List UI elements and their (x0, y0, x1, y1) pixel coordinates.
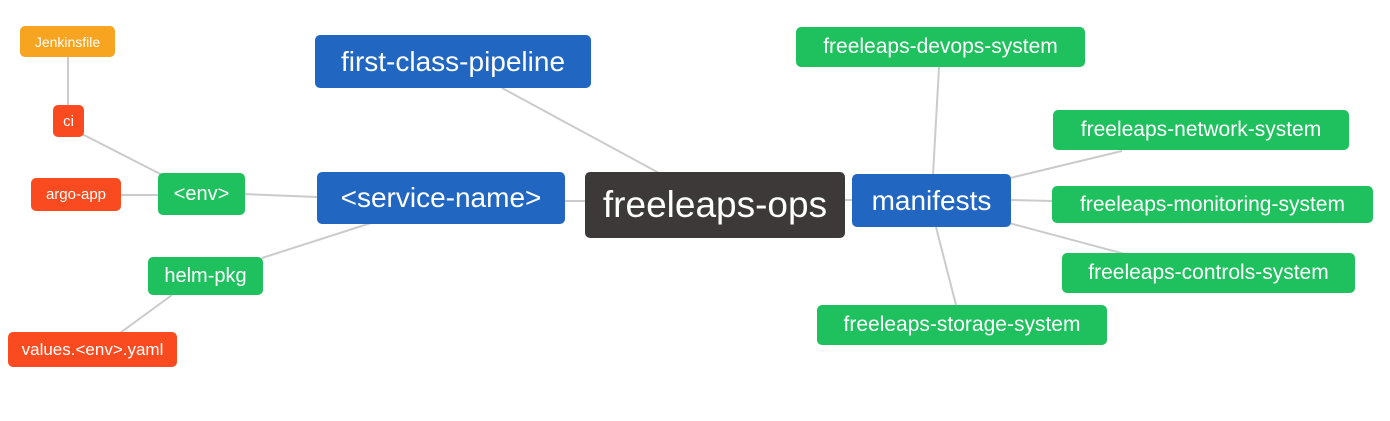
edge-helm-pkg-service-name (261, 222, 372, 259)
node-service-name-label: <service-name> (340, 182, 542, 213)
node-argo-app[interactable]: argo-app (31, 178, 121, 211)
node-freeleaps-controls-system[interactable]: freeleaps-controls-system (1062, 253, 1355, 293)
edge-first-class-pipeline-root (501, 87, 660, 174)
edge-manifests-storage-system (935, 226, 957, 306)
node-freeleaps-ops[interactable]: freeleaps-ops (585, 172, 845, 238)
node-freeleaps-storage-system-label: freeleaps-storage-system (843, 313, 1081, 336)
node-values-env-yaml-label: values.<env>.yaml (21, 339, 164, 359)
node-values-env-yaml[interactable]: values.<env>.yaml (8, 332, 177, 367)
node-ci[interactable]: ci (53, 105, 84, 137)
node-helm-pkg-label: helm-pkg (164, 264, 247, 287)
node-freeleaps-ops-label: freeleaps-ops (602, 184, 828, 225)
node-freeleaps-monitoring-system-label: freeleaps-monitoring-system (1080, 192, 1345, 216)
edge-ci-env (81, 133, 169, 179)
node-freeleaps-storage-system[interactable]: freeleaps-storage-system (817, 305, 1107, 345)
node-ci-label: ci (63, 112, 74, 130)
edge-manifests-devops-system (932, 66, 940, 176)
edge-manifests-controls-system (1008, 222, 1137, 258)
node-freeleaps-controls-system-label: freeleaps-controls-system (1088, 261, 1329, 284)
node-service-name[interactable]: <service-name> (317, 172, 565, 224)
node-freeleaps-network-system-label: freeleaps-network-system (1080, 118, 1322, 141)
node-env[interactable]: <env> (158, 173, 245, 215)
node-helm-pkg[interactable]: helm-pkg (148, 257, 263, 295)
edge-manifests-monitoring-system (1009, 199, 1054, 202)
node-jenkinsfile-label: Jenkinsfile (34, 33, 101, 50)
node-freeleaps-devops-system-label: freeleaps-devops-system (823, 35, 1058, 58)
node-freeleaps-network-system[interactable]: freeleaps-network-system (1053, 110, 1349, 150)
edge-env-service-name (242, 193, 318, 198)
node-first-class-pipeline[interactable]: first-class-pipeline (315, 35, 591, 88)
node-manifests-label: manifests (871, 184, 992, 216)
edge-values-env-yaml-helm-pkg (119, 294, 173, 334)
node-freeleaps-monitoring-system[interactable]: freeleaps-monitoring-system (1052, 186, 1373, 223)
node-jenkinsfile[interactable]: Jenkinsfile (20, 26, 115, 57)
node-argo-app-label: argo-app (45, 186, 107, 203)
node-first-class-pipeline-label: first-class-pipeline (340, 45, 566, 77)
node-manifests[interactable]: manifests (852, 174, 1011, 227)
node-env-label: <env> (173, 182, 230, 205)
edge-manifests-network-system (1009, 150, 1123, 179)
node-freeleaps-devops-system[interactable]: freeleaps-devops-system (796, 27, 1085, 67)
